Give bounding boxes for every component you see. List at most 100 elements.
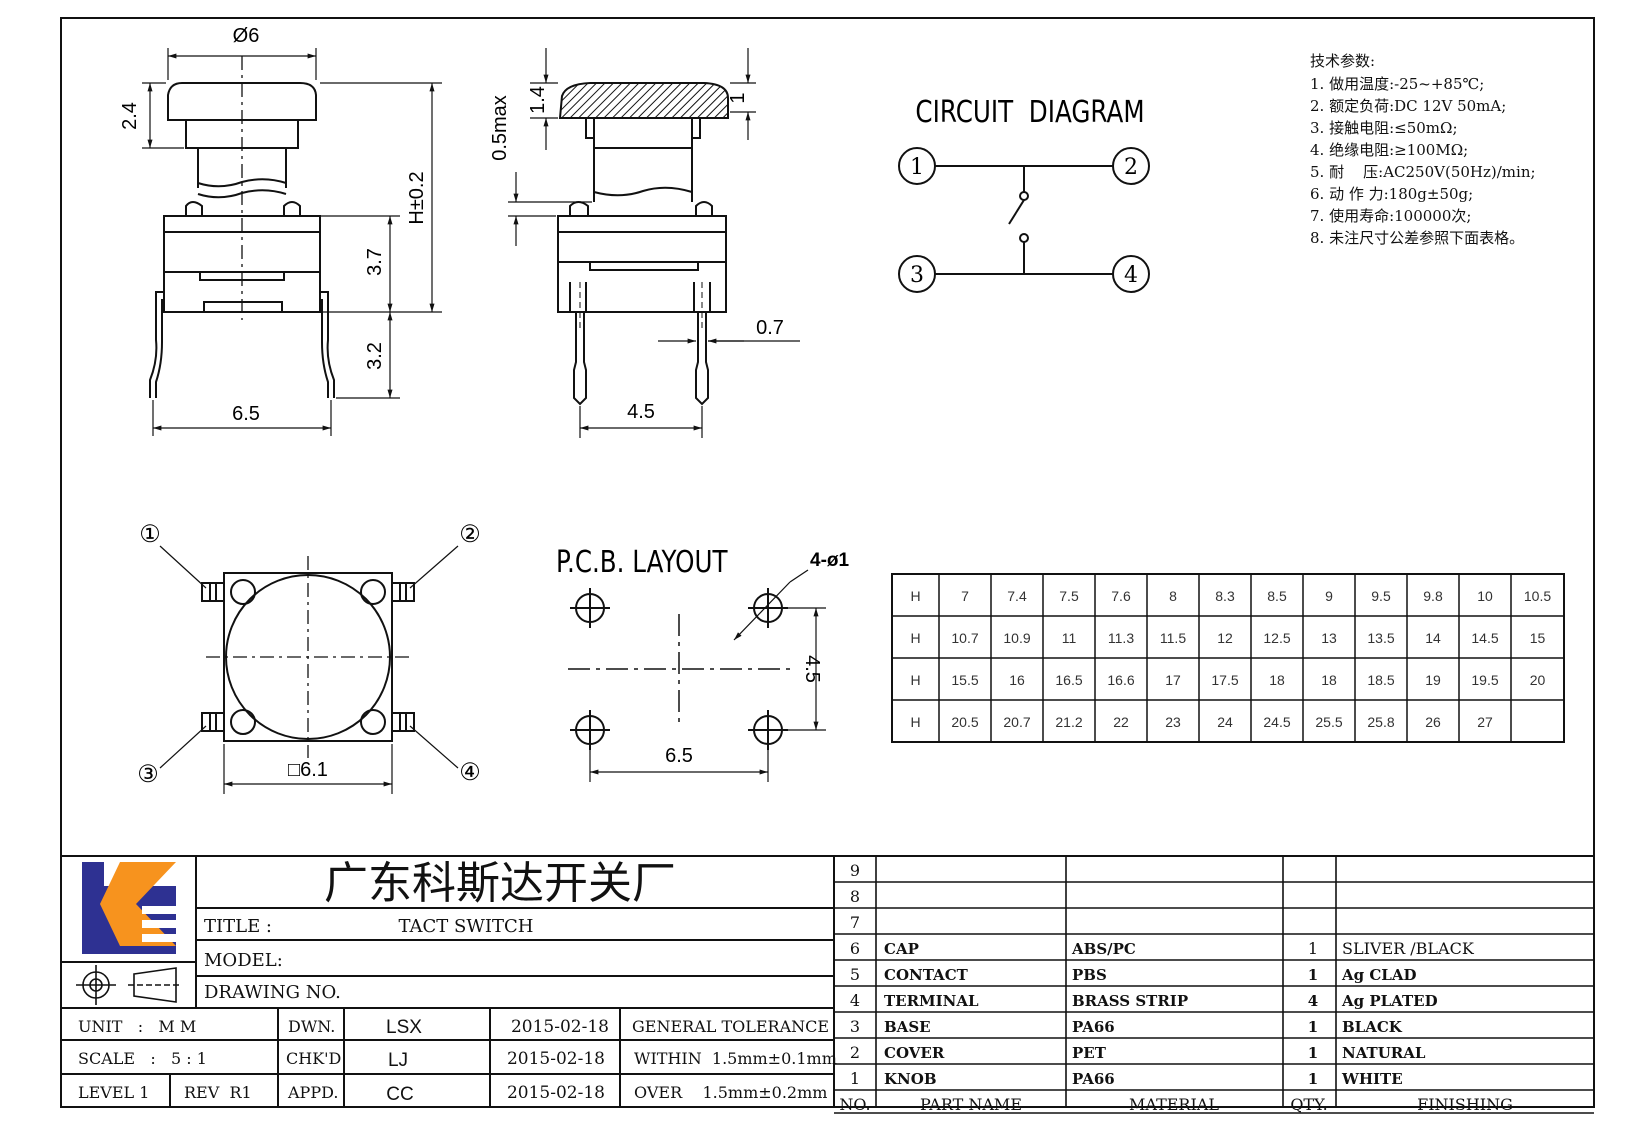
circuit-title: CIRCUIT DIAGRAM	[915, 96, 1144, 130]
front-view-dimensions	[142, 48, 442, 436]
spec-item: 7. 使用寿命:100000次;	[1310, 207, 1471, 225]
height-table-cell: 10.7	[951, 630, 978, 646]
bom-header: FINISHING	[1417, 1095, 1513, 1114]
bom-part-name: CAP	[884, 940, 919, 958]
bom-header: NO.	[839, 1095, 870, 1114]
height-table-cell: 20	[1530, 672, 1546, 688]
height-table-cell: 25.8	[1367, 714, 1394, 730]
height-table-cell: H	[910, 588, 920, 604]
height-table-cell: 7	[961, 588, 969, 604]
height-table-cell: 12.5	[1263, 630, 1290, 646]
title-block	[61, 855, 1594, 1107]
height-table-cell: 10.9	[1003, 630, 1030, 646]
bom-no: 2	[850, 1043, 860, 1062]
spec-item: 5. 耐 压:AC250V(50Hz)/min;	[1310, 163, 1536, 181]
spec-item: 4. 绝缘电阻:≥100MΩ;	[1310, 141, 1468, 159]
bom-finishing: BLACK	[1342, 1018, 1403, 1036]
height-table-cell: 18.5	[1367, 672, 1394, 688]
height-table-cell: 9.5	[1371, 588, 1391, 604]
height-table-cell: 11.5	[1160, 630, 1186, 646]
dim-cap-height: 2.4	[119, 102, 141, 130]
bom-part-name: TERMINAL	[884, 992, 979, 1010]
company-name: 广东科斯达开关厂	[324, 858, 676, 909]
rev-field: REV R1	[184, 1083, 252, 1102]
height-table-cell: 16.6	[1107, 672, 1134, 688]
height-table-cell: 19.5	[1471, 672, 1498, 688]
height-table-cell: 14	[1425, 630, 1441, 646]
bom-finishing: Ag PLATED	[1341, 992, 1438, 1010]
bom-qty: 1	[1308, 1018, 1318, 1036]
bom-no: 7	[850, 913, 860, 932]
height-table-cell: 9.8	[1423, 588, 1443, 604]
bom-qty: 4	[1308, 992, 1318, 1010]
dim-cap-gap: 0.5max	[489, 95, 511, 161]
height-table-cell: 20.7	[1003, 714, 1030, 730]
height-table-cell: 24.5	[1263, 714, 1290, 730]
title-value: TACT SWITCH	[399, 916, 534, 937]
dim-cap-top: 1.4	[527, 86, 549, 114]
circuit-terminal-3: 3	[910, 263, 924, 288]
bom-finishing: WHITE	[1341, 1070, 1403, 1088]
height-table-cell: 26	[1425, 714, 1441, 730]
dwn-name: LSX	[386, 1017, 422, 1038]
level-field: LEVEL 1	[78, 1083, 149, 1102]
date-checked: 2015-02-18	[507, 1049, 605, 1069]
side-view	[557, 82, 729, 406]
height-table-cell: 25.5	[1315, 714, 1342, 730]
height-table-cell: 13.5	[1367, 630, 1394, 646]
bom-no: 3	[850, 1017, 860, 1036]
bom-part-name: BASE	[884, 1018, 931, 1036]
height-table-cell: 19	[1425, 672, 1441, 688]
bom-material: PET	[1072, 1044, 1107, 1062]
dim-h: H±0.2	[406, 171, 428, 224]
model-label: MODEL:	[204, 950, 283, 971]
height-table-cell: 23	[1165, 714, 1181, 730]
pcb-layout	[568, 569, 826, 782]
height-table-cell: 20.5	[951, 714, 978, 730]
dim-pin-width: 0.7	[756, 317, 784, 339]
bom-material: ABS/PC	[1071, 940, 1136, 958]
bom-part-name: COVER	[884, 1044, 945, 1062]
bom-material: PBS	[1072, 966, 1107, 984]
bom-no: 9	[850, 861, 860, 880]
height-table-cell: 13	[1321, 630, 1337, 646]
height-table-cell: 8.5	[1267, 588, 1287, 604]
height-table-cell: 10.5	[1524, 588, 1551, 604]
height-table-cell: 17.5	[1211, 672, 1238, 688]
height-table-cell: 18	[1269, 672, 1285, 688]
tolerance-over: OVER 1.5mm±0.2mm	[634, 1083, 827, 1102]
bom-qty: 1	[1308, 1070, 1318, 1088]
height-table-cell: 15	[1530, 630, 1546, 646]
drawing-no-label: DRAWING NO.	[204, 982, 341, 1003]
appd-name: CC	[386, 1084, 413, 1105]
height-table-cell: 11.3	[1108, 630, 1134, 646]
drawing-border	[60, 17, 1595, 1108]
height-table-cell: 21.2	[1055, 714, 1082, 730]
circuit-terminal-1: 1	[910, 155, 924, 180]
bom-header: MATERIAL	[1129, 1095, 1219, 1114]
bom-material: PA66	[1072, 1018, 1115, 1036]
dwn-label: DWN.	[288, 1017, 335, 1036]
scale-field: SCALE : 5 : 1	[78, 1049, 207, 1068]
dim-cap-edge: 1	[727, 92, 749, 103]
spec-item: 2. 额定负荷:DC 12V 50mA;	[1310, 97, 1506, 115]
height-table-cell: 27	[1477, 714, 1493, 730]
height-table-cell: 18	[1321, 672, 1337, 688]
pin-label-2: ②	[459, 520, 481, 548]
front-view	[149, 56, 335, 398]
height-table-cell: H	[910, 714, 920, 730]
pcb-hole-label: 4-ø1	[810, 550, 850, 571]
bom-finishing: Ag CLAD	[1341, 966, 1416, 984]
bom-no: 4	[850, 991, 860, 1010]
bom-header: QTY.	[1290, 1095, 1327, 1114]
dim-body: 3.7	[364, 248, 386, 276]
pin-label-4: ④	[459, 758, 481, 786]
spec-item: 1. 做用温度:-25~+85℃;	[1310, 75, 1484, 93]
appd-label: APPD.	[287, 1083, 338, 1102]
height-table-cell: 7.5	[1059, 588, 1079, 604]
bottom-view	[159, 545, 459, 794]
height-table-cell: 17	[1165, 672, 1181, 688]
unit-field: UNIT : M M	[78, 1017, 196, 1036]
height-table-cell: H	[910, 630, 920, 646]
